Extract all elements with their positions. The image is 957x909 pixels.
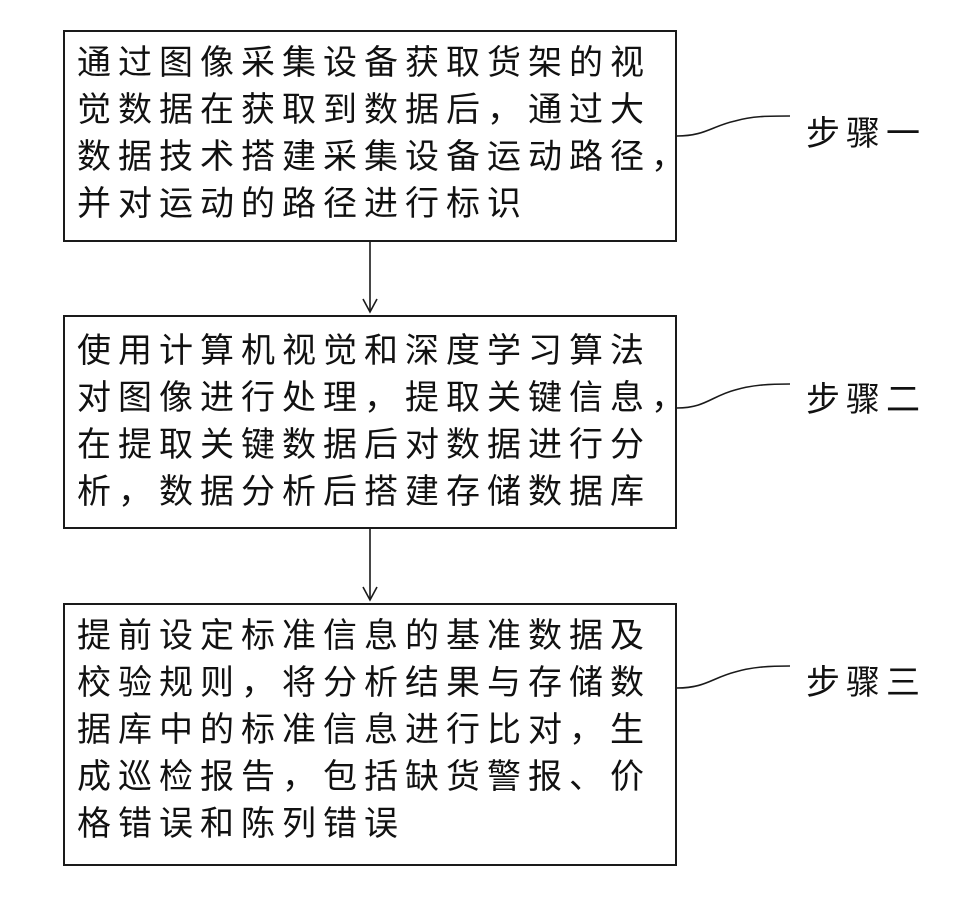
arrow-2-to-3-head (363, 587, 377, 600)
arrow-1-to-2-head (363, 299, 377, 312)
step-3-label: 步骤三 (806, 666, 926, 700)
leader-line-step-2 (677, 384, 790, 408)
step-1-label: 步骤一 (806, 117, 926, 151)
step-2-line-4: 析，数据分析后搭建存储数据库 (77, 475, 651, 509)
step-3-line-2: 校验规则，将分析结果与存储数 (77, 666, 651, 700)
step-1-line-2: 觉数据在获取到数据后，通过大 (77, 93, 651, 127)
leader-line-step-3 (677, 666, 790, 688)
step-3-line-4: 成巡检报告，包括缺货警报、价 (77, 760, 651, 794)
step-1-box: 通过图像采集设备获取货架的视 觉数据在获取到数据后，通过大 数据技术搭建采集设备… (63, 30, 677, 242)
step-2-label: 步骤二 (806, 383, 926, 417)
step-3-line-3: 据库中的标准信息进行比对，生 (77, 713, 651, 747)
step-1-line-1: 通过图像采集设备获取货架的视 (77, 46, 651, 80)
leader-line-step-1 (677, 116, 790, 136)
step-3-line-1: 提前设定标准信息的基准数据及 (77, 619, 651, 653)
step-2-line-1: 使用计算机视觉和深度学习算法 (77, 334, 651, 368)
step-2-box: 使用计算机视觉和深度学习算法 对图像进行处理，提取关键信息， 在提取关键数据后对… (63, 315, 677, 529)
step-3-box: 提前设定标准信息的基准数据及 校验规则，将分析结果与存储数 据库中的标准信息进行… (63, 603, 677, 866)
step-1-line-3: 数据技术搭建采集设备运动路径， (77, 140, 692, 174)
step-3-line-5: 格错误和陈列错误 (77, 807, 405, 841)
step-1-line-4: 并对运动的路径进行标识 (77, 187, 528, 221)
step-2-line-3: 在提取关键数据后对数据进行分 (77, 428, 651, 462)
step-2-line-2: 对图像进行处理，提取关键信息， (77, 381, 692, 415)
